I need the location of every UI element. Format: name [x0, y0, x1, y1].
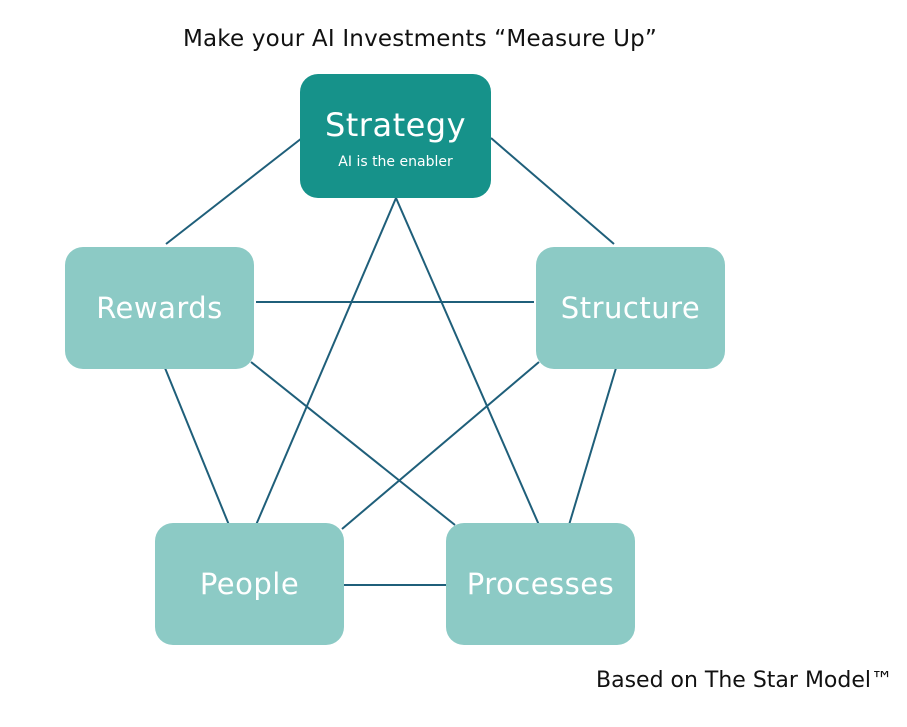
- connector-structure-processes: [568, 367, 617, 526]
- connector-structure-people: [341, 361, 540, 530]
- processes-node: Processes: [446, 523, 635, 645]
- page-title: Make your AI Investments “Measure Up”: [182, 26, 658, 52]
- connector-strategy-structure: [490, 137, 615, 245]
- footnote: Based on The Star Model™: [596, 668, 893, 693]
- connector-rewards-processes: [250, 361, 456, 526]
- connector-strategy-rewards: [165, 137, 303, 245]
- connector-strategy-people: [255, 197, 397, 526]
- structure-node: Structure: [536, 247, 725, 369]
- strategy-node: Strategy AI is the enabler: [300, 74, 491, 198]
- rewards-node: Rewards: [65, 247, 254, 369]
- people-label: People: [199, 567, 300, 601]
- strategy-subtitle: AI is the enabler: [338, 154, 453, 170]
- rewards-label: Rewards: [96, 291, 223, 325]
- structure-label: Structure: [560, 291, 701, 325]
- people-node: People: [155, 523, 344, 645]
- connector-rewards-people: [164, 367, 230, 526]
- connector-strategy-processes: [395, 197, 540, 526]
- processes-label: Processes: [466, 567, 615, 601]
- strategy-label: Strategy: [324, 106, 467, 144]
